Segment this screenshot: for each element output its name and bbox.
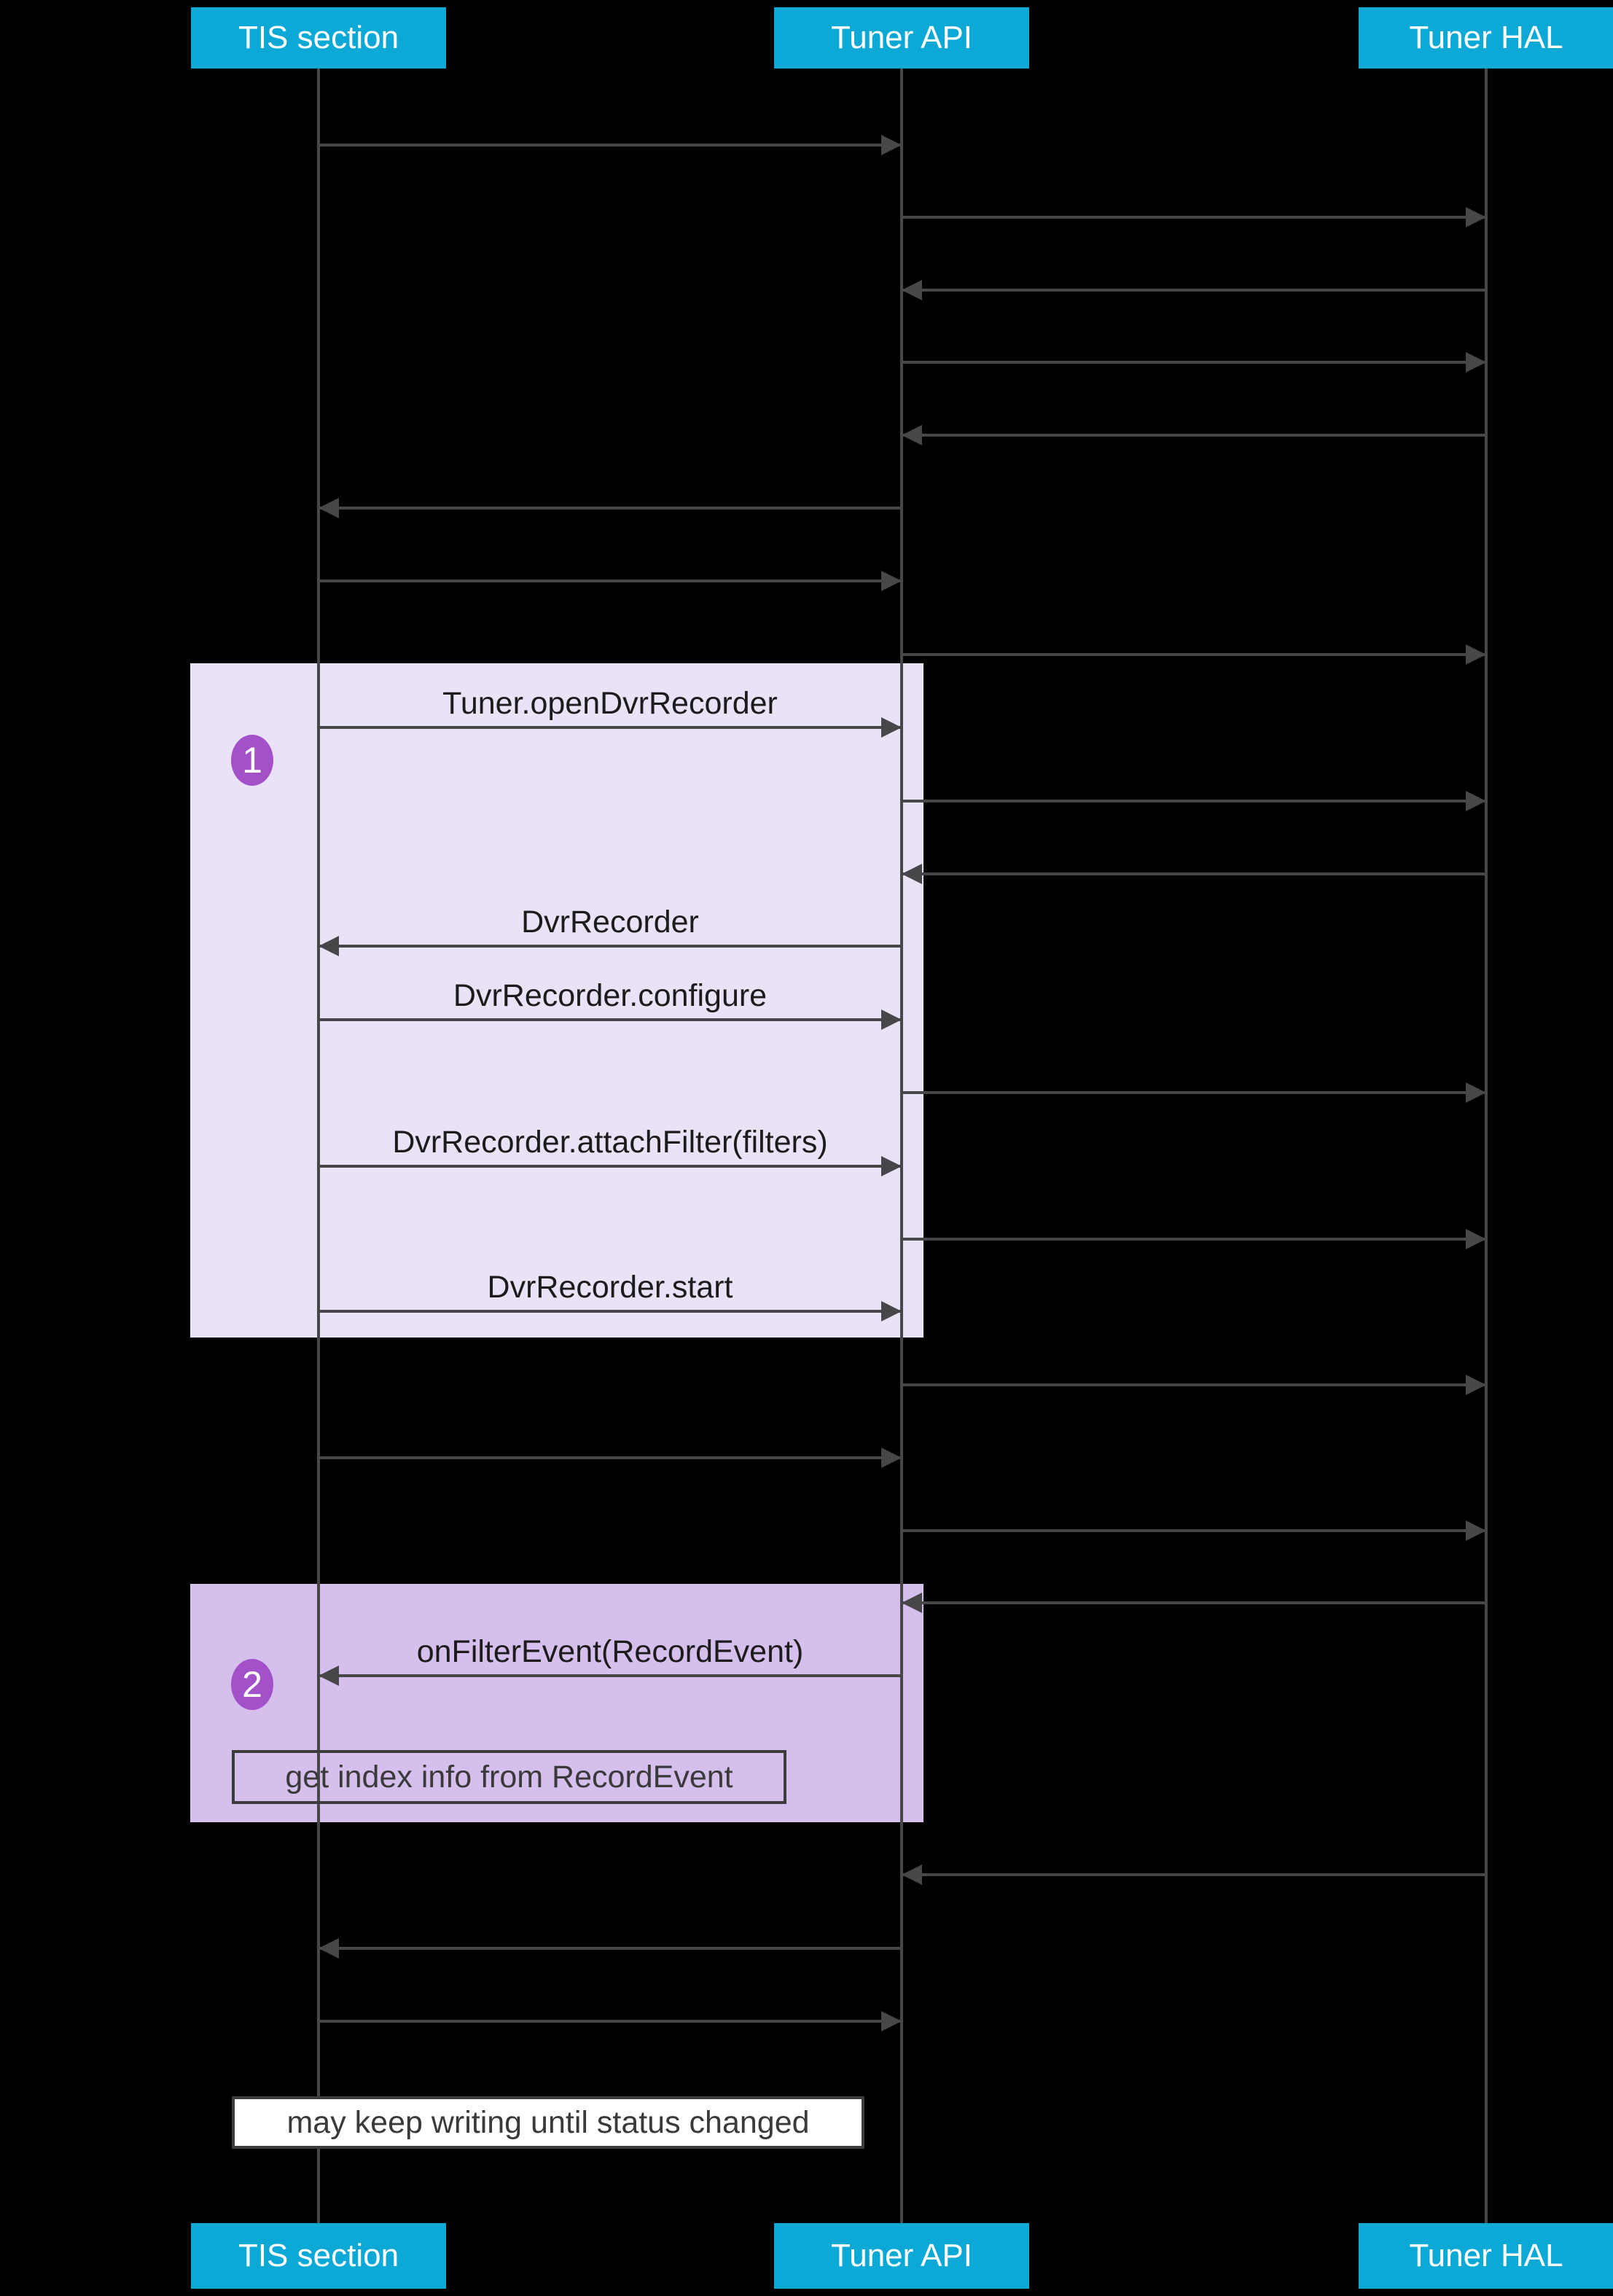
message-arrowhead bbox=[319, 1666, 339, 1686]
message-arrowhead bbox=[1466, 1082, 1486, 1103]
message-arrow-line bbox=[319, 1947, 902, 1950]
message-arrow-line bbox=[902, 1091, 1486, 1094]
message-arrow-line bbox=[319, 1674, 902, 1677]
message-label: onFilterEvent(RecordEvent) bbox=[416, 1634, 804, 1669]
message-arrow-line bbox=[902, 216, 1486, 219]
message-label: DvrRecorder.attachFilter(filters) bbox=[392, 1125, 828, 1160]
message-arrowhead bbox=[1466, 1229, 1486, 1249]
message-arrow-line bbox=[319, 507, 902, 509]
message-arrow-line bbox=[319, 1018, 902, 1021]
message-arrowhead bbox=[1466, 352, 1486, 372]
group-box-1 bbox=[190, 663, 923, 1338]
message-arrow-line bbox=[902, 1601, 1486, 1604]
message-arrow-line bbox=[902, 800, 1486, 803]
participant-header-api-top: Tuner API bbox=[774, 7, 1029, 69]
participant-header-hal-top: Tuner HAL bbox=[1359, 7, 1613, 69]
message-arrowhead bbox=[881, 135, 902, 155]
message-label: DvrRecorder.start bbox=[487, 1270, 733, 1305]
message-arrow-line bbox=[902, 1529, 1486, 1532]
message-arrowhead bbox=[881, 717, 902, 738]
lifeline-tis bbox=[317, 69, 320, 2223]
message-arrow-line bbox=[902, 1873, 1486, 1876]
message-arrowhead bbox=[881, 1301, 902, 1321]
message-arrowhead bbox=[902, 1864, 922, 1885]
message-arrow-line bbox=[902, 434, 1486, 437]
message-arrowhead bbox=[902, 864, 922, 884]
participant-header-hal-bottom: Tuner HAL bbox=[1359, 2223, 1613, 2289]
message-arrow-line bbox=[902, 653, 1486, 656]
message-arrow-line bbox=[319, 2020, 902, 2023]
message-arrowhead bbox=[1466, 207, 1486, 227]
message-arrowhead bbox=[881, 1448, 902, 1468]
message-arrowhead bbox=[902, 280, 922, 300]
message-arrow-line bbox=[319, 1165, 902, 1168]
participant-header-tis-top: TIS section bbox=[191, 7, 446, 69]
message-arrow-line bbox=[319, 579, 902, 582]
message-arrow-line bbox=[319, 1310, 902, 1313]
message-label: DvrRecorder bbox=[521, 905, 699, 940]
group-badge-1: 1 bbox=[231, 735, 273, 786]
message-arrow-line bbox=[902, 1383, 1486, 1386]
message-arrowhead bbox=[902, 1593, 922, 1613]
message-arrowhead bbox=[881, 2011, 902, 2031]
message-arrowhead bbox=[1466, 1375, 1486, 1395]
lifeline-hal bbox=[1485, 69, 1488, 2223]
message-arrow-line bbox=[319, 726, 902, 729]
message-arrowhead bbox=[319, 498, 339, 518]
message-arrow-line bbox=[319, 1456, 902, 1459]
participant-header-tis-bottom: TIS section bbox=[191, 2223, 446, 2289]
message-arrowhead bbox=[881, 1156, 902, 1176]
message-arrowhead bbox=[881, 1010, 902, 1030]
message-arrowhead bbox=[319, 1938, 339, 1959]
message-arrowhead bbox=[319, 936, 339, 956]
message-label: DvrRecorder.configure bbox=[453, 978, 768, 1013]
message-arrow-line bbox=[902, 289, 1486, 292]
message-arrowhead bbox=[1466, 791, 1486, 811]
message-arrowhead bbox=[902, 425, 922, 445]
message-arrow-line bbox=[319, 144, 902, 147]
message-arrow-line bbox=[319, 945, 902, 948]
group-box-2 bbox=[190, 1584, 923, 1822]
message-label: Tuner.openDvrRecorder bbox=[442, 686, 778, 721]
participant-header-api-bottom: Tuner API bbox=[774, 2223, 1029, 2289]
message-arrowhead bbox=[881, 571, 902, 591]
note-box: get index info from RecordEvent bbox=[232, 1750, 786, 1804]
message-arrowhead bbox=[1466, 1520, 1486, 1541]
lifeline-api bbox=[900, 69, 903, 2223]
message-arrowhead bbox=[1466, 644, 1486, 665]
note-box: may keep writing until status changed bbox=[232, 2096, 864, 2149]
group-badge-2: 2 bbox=[231, 1659, 273, 1710]
message-arrow-line bbox=[902, 1238, 1486, 1241]
message-arrow-line bbox=[902, 361, 1486, 364]
message-arrow-line bbox=[902, 872, 1486, 875]
